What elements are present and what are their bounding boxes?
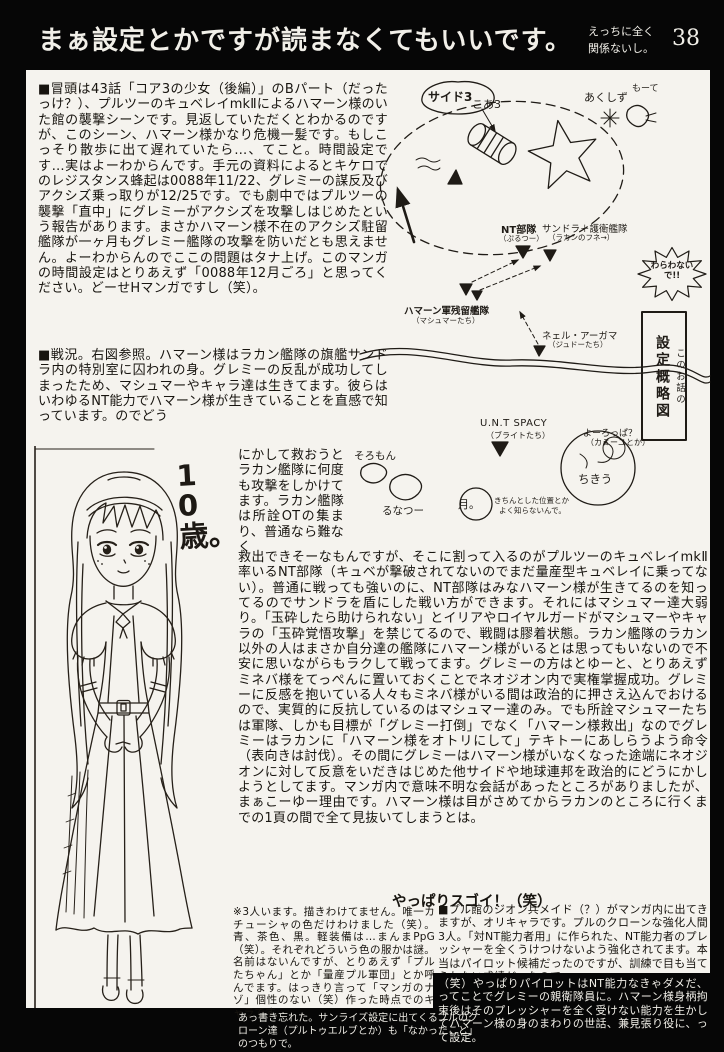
map-label-sandra-sub: （ラカンのフネ→）	[548, 233, 615, 242]
map-label-nahel-argama-sub: （ジュドーたち）	[548, 340, 608, 349]
paragraph-battle-status-narrow: にかして救おうとラカン艦隊に何度も攻撃をしかけてます。ラカン艦隊は所詮OTの集ま…	[238, 448, 344, 555]
attack-arrow-1	[471, 259, 520, 283]
map-label-remnant-fleet: ハマーン軍残留艦隊	[404, 306, 490, 317]
luna2-blob-icon	[389, 473, 423, 501]
page-number: 38	[672, 26, 700, 51]
scribble-note	[415, 157, 441, 171]
nt-squad-triangle-icon	[515, 245, 531, 259]
map-legend-label: 設定概略図	[654, 334, 670, 420]
core3-pointer-arrow	[481, 108, 496, 133]
page-body: ■冒頭は43話「コア3の少女（後編）」のBパート（だったっけ？）、プルツーのキュ…	[26, 70, 712, 1044]
age-caption: 10歳。	[175, 458, 239, 554]
map-label-unt-spacy: U.N.T SPACY	[480, 418, 548, 429]
exclamation-line: やっぱりスゴイ！（笑）	[392, 894, 552, 910]
map-label-remnant-fleet-sub: （マシュマーたち）	[412, 316, 480, 325]
big-arrow-icon	[395, 186, 416, 244]
header-subnote: えっちに全く関係ないし。	[588, 25, 654, 55]
map-burst-note: わらわないで!!	[650, 261, 694, 281]
map-legend-title: このお話の 設定概略図	[644, 316, 686, 438]
strategy-map: サイド3 こあ3 あくしず もーて NT部隊 （ぷるつー） サンドラ＋護衛艦隊 …	[352, 76, 712, 552]
map-label-moon-note-1: きちんとした位置とか	[494, 496, 569, 505]
girl-sketch	[34, 446, 193, 1008]
paragraph-battle-status-main: 救出できそーなもんですが、そこに割って入るのがプルツーのキュベレイmkⅡ率いるN…	[238, 550, 708, 826]
map-label-luna-two: るなつー	[382, 505, 424, 517]
clone-footnote: ※3人います。描きわけてません。唯一カチューシャの色だけわけました（笑）。青、茶…	[233, 906, 435, 1019]
starburst-icon	[637, 246, 707, 302]
map-label-side3: サイド3	[428, 90, 473, 104]
footer-afterthought: あっ書き忘れた。サンライズ設定に出てくるプルのクローン達（プルトゥエルブとか）も…	[238, 1013, 478, 1050]
moon-circle-icon	[459, 487, 493, 521]
map-label-moon: 月。	[458, 498, 480, 511]
axis-asteroid-icon	[626, 104, 657, 128]
colony-cylinder-icon	[467, 122, 517, 166]
map-label-nt-squad-sub: （ぷるつー）	[499, 234, 544, 243]
map-label-nt-squad: NT部隊	[501, 225, 537, 236]
hair-lines	[66, 471, 183, 809]
header-title: まぁ設定とかですが読まなくてもいいです。	[38, 26, 573, 56]
footer-black-patch	[433, 973, 710, 1008]
map-label-europe-sub: （カミーユとか）	[586, 438, 650, 447]
remnant-triangle-icon	[459, 283, 473, 296]
star-icon	[527, 119, 597, 190]
attack-arrow-2	[479, 265, 542, 291]
headband-lines	[86, 496, 163, 517]
girl-illustration: 10歳。	[28, 446, 239, 1008]
map-label-axis-note: もーて	[632, 84, 659, 94]
paragraph-maids-cont: （笑）やっぱりパイロットはNT能力なきゃダメだ、ってことでグレミーの親衛隊員に。…	[438, 977, 708, 1044]
attack-arrow-3	[519, 310, 539, 345]
face-lines	[89, 529, 157, 587]
paragraph-maids: ■プル館のジオン兵メイド（？）がマンガ内に出てきますが、オリキャラです。プルのク…	[438, 903, 708, 983]
strategy-map-sketch	[359, 80, 711, 521]
nahel-triangle-icon	[533, 345, 546, 357]
fleet-triangle-icon	[447, 169, 463, 185]
dress-lines	[71, 585, 176, 716]
map-label-axis: あくしず	[584, 91, 628, 104]
side3-area-ellipse	[379, 100, 625, 256]
skirt-lines	[55, 712, 193, 1005]
paragraph-intro: ■冒頭は43話「コア3の少女（後編）」のBパート（だったっけ？）、プルツーのキュ…	[38, 82, 388, 297]
map-legend-caption: このお話の	[674, 348, 685, 406]
map-label-nahel-argama: ネェル・アーガマ	[542, 331, 618, 342]
orbit-squiggle	[359, 347, 711, 384]
arm-lines	[76, 656, 171, 753]
earth-circle-icon	[560, 430, 636, 506]
unt-triangle-icon	[491, 441, 509, 457]
legend-box	[641, 311, 687, 441]
map-label-earth: ちきう	[578, 472, 613, 486]
map-label-sandra: サンドラ＋護衛艦隊	[542, 224, 628, 235]
solomon-blob-icon	[360, 462, 388, 484]
sandra-triangle-icon	[543, 249, 557, 262]
map-label-europe: よーろっぱ？	[583, 429, 638, 439]
map-label-moon-note-2: よく知らないんで。	[499, 506, 566, 515]
map-label-core3: こあ3	[472, 98, 501, 111]
remnant-triangle2-icon	[471, 290, 483, 301]
map-label-solomon: そろもん	[354, 450, 396, 462]
side3-bubble-icon	[421, 80, 495, 115]
map-label-unt-spacy-sub: （ブライトたち）	[486, 431, 550, 440]
sparkle-icon	[600, 108, 620, 128]
paragraph-battle-status: ■戦況。右図参照。ハマーン様はラカン艦隊の旗艦サンドラ内の特別室に囚われの身。グ…	[38, 348, 388, 425]
